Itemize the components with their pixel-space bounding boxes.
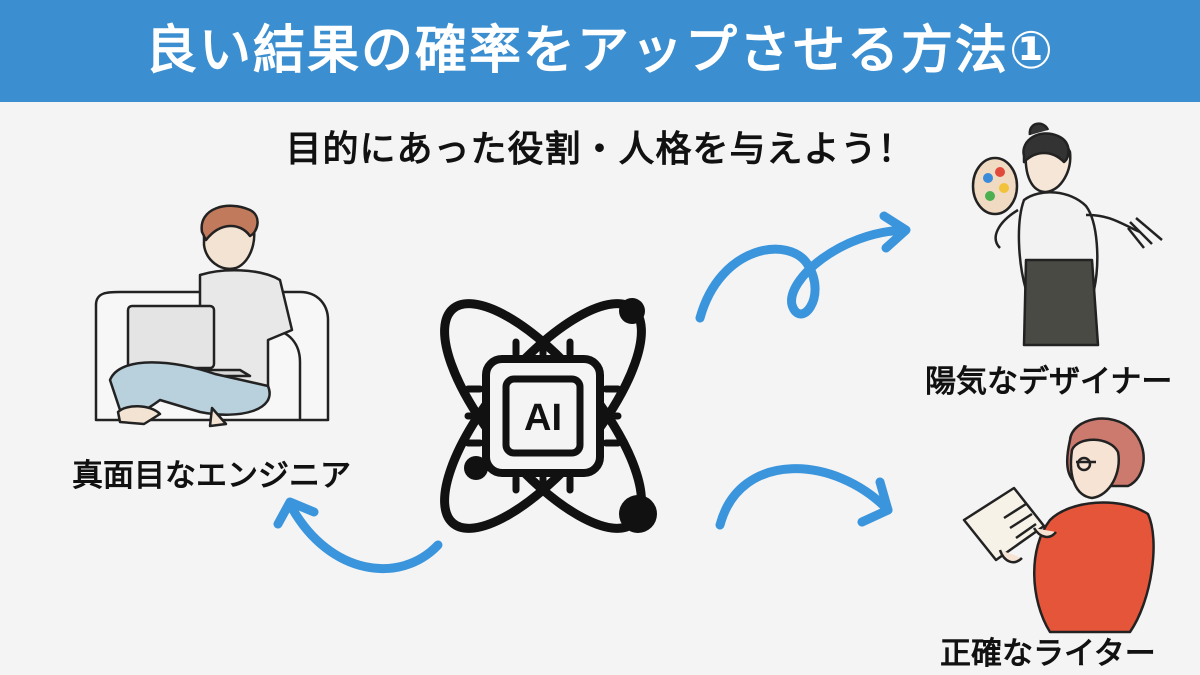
ai-chip-icon: AI	[464, 338, 622, 494]
role-label-writer: 正確なライター	[940, 636, 1156, 672]
arrow-to-designer	[695, 211, 911, 323]
arrow-to-engineer	[273, 497, 443, 574]
subtitle: 目的にあった役割・人格を与えよう！	[285, 129, 915, 170]
atom-dots	[464, 298, 657, 533]
ai-chip-label: AI	[524, 397, 562, 439]
engineer-illustration	[94, 204, 330, 428]
page-title: 良い結果の確率をアップさせる方法①	[144, 21, 1056, 81]
role-label-engineer: 真面目なエンジニア	[72, 458, 351, 494]
arrow-to-writer	[715, 464, 893, 530]
writer-illustration	[962, 417, 1155, 634]
designer-illustration	[971, 122, 1163, 347]
role-label-designer: 陽気なデザイナー	[925, 364, 1173, 400]
header-banner	[0, 0, 1200, 102]
